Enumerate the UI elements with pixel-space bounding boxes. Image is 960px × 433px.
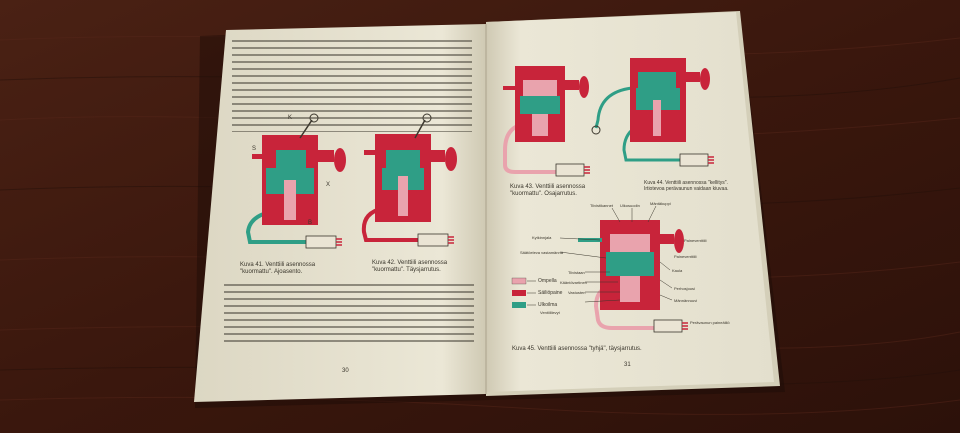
legend-label-1: Ompella (538, 278, 557, 284)
caption-fig42: Kuva 42. Venttiili asennossa "kuormattu"… (372, 260, 448, 273)
fig45-label-4: Kytkinnjala (532, 235, 552, 240)
figure-42-diagram (361, 113, 457, 247)
fig45-label-7: Kääntövartinen (560, 280, 587, 285)
fig45-label-12: Perhosjousi (674, 286, 695, 291)
figure-41-diagram (245, 113, 346, 249)
figure-44-diagram (591, 58, 714, 167)
fig45-label-10: Paineventtiili (684, 238, 707, 243)
fig45-label-11: Kaula (672, 268, 683, 273)
fig45-label-15: Perävaunun paineäiliö (690, 320, 730, 325)
figure-43-diagram (503, 66, 590, 177)
fig45-label-1: Tiivistikannet (590, 203, 613, 208)
caption-fig45: Kuva 45. Venttiili asennossa "tyhjä", tä… (512, 346, 642, 352)
legend-swatch-2 (512, 290, 526, 296)
fig45-label-5: Säätöeleva vastamännä (520, 250, 563, 255)
left-top-paragraph (232, 40, 472, 132)
fig41-label-x: X (326, 182, 331, 188)
fig41-label-b: B (308, 220, 313, 226)
fig45-label-14: Paineventtiili (674, 254, 697, 259)
fig45-label-2: Ulkosuodin (620, 203, 640, 208)
caption-fig44: Kuva 44. Venttiili asennossa "kellitys".… (644, 180, 729, 192)
legend-label-2: Säiliöpaine (538, 290, 563, 296)
legend-swatch-3 (512, 302, 526, 308)
fig41-label-s: S (252, 146, 257, 152)
fig45-label-3: Mäntäkuppi (650, 201, 671, 206)
fig45-label-6: Tiivistaan (568, 270, 585, 275)
caption-fig43: Kuva 43. Venttiili asennossa "kuormattu"… (510, 184, 586, 197)
fig45-label-8: Vastusten (568, 290, 586, 295)
fig45-label-9: Ventiililevyt (540, 310, 560, 315)
fig41-label-k: K (288, 115, 293, 121)
legend-label-3: Ulkoilma (538, 302, 558, 308)
left-bottom-paragraph (224, 284, 474, 346)
caption-fig41: Kuva 41. Venttiili asennossa "kuormattu"… (240, 262, 316, 275)
fig45-label-13: Männänruuvi (674, 298, 698, 303)
figure-45-diagram (559, 205, 688, 333)
page-number-right: 31 (624, 362, 631, 368)
legend-swatch-1 (511, 277, 527, 285)
page-number-left: 30 (342, 368, 349, 374)
